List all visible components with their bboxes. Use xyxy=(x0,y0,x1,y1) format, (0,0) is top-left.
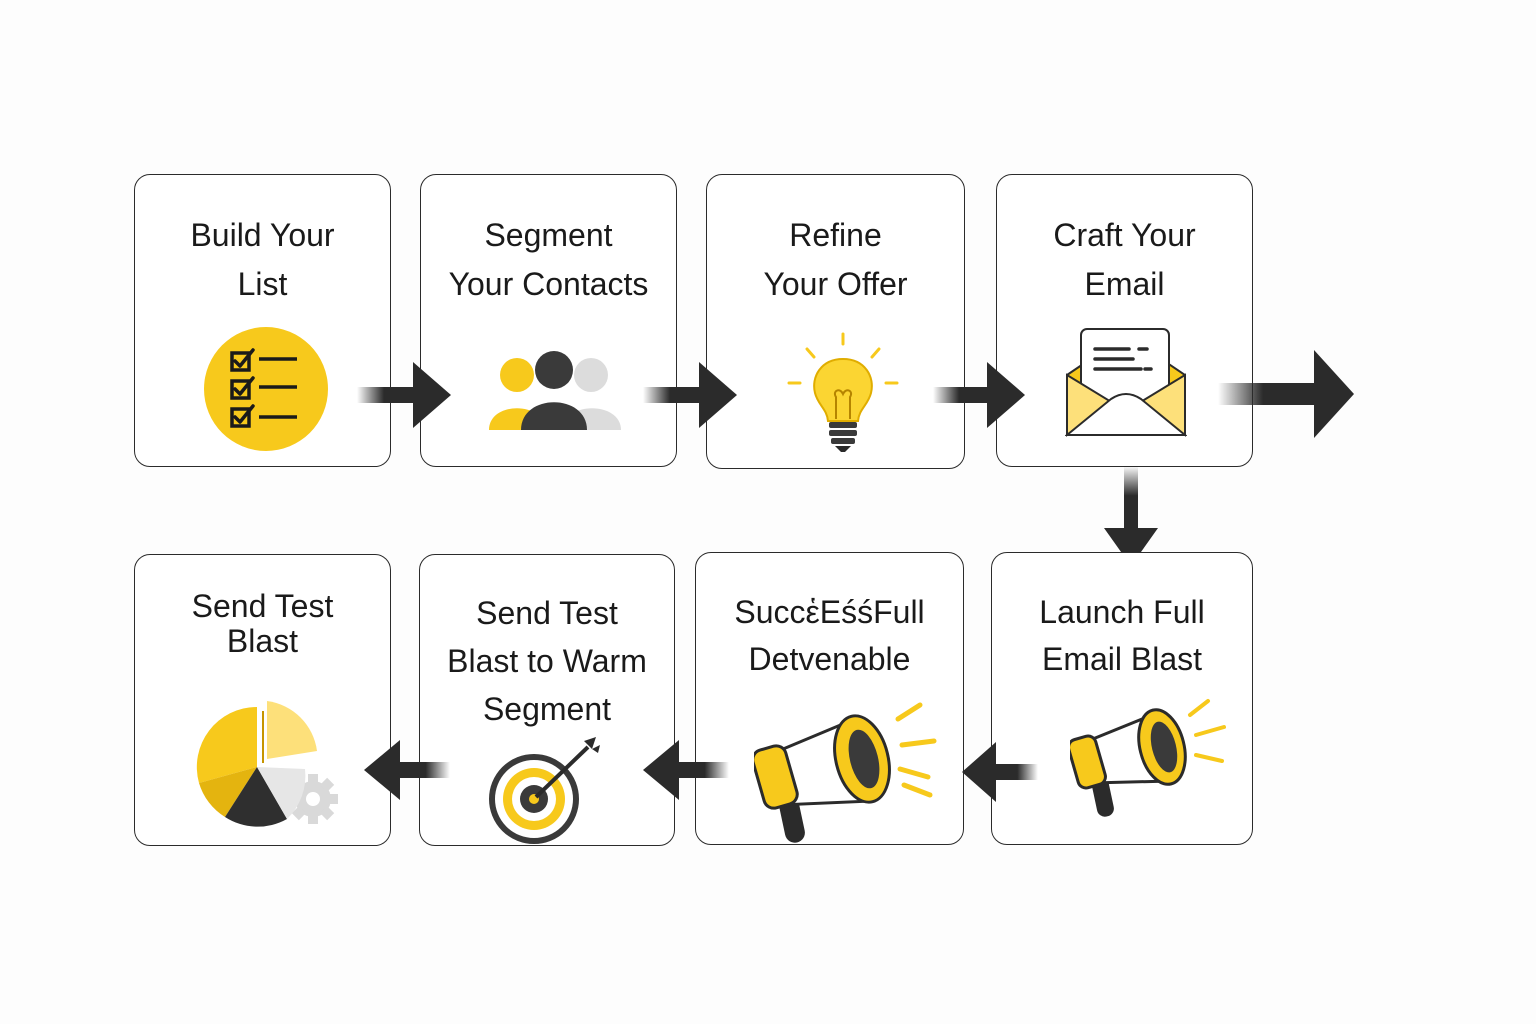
step-title: Segment Your Contacts xyxy=(448,217,649,302)
arrow-left-icon xyxy=(962,742,1038,802)
arrow-right-icon xyxy=(933,362,1025,428)
target-icon xyxy=(488,735,608,845)
step-title: Refine Your Offer xyxy=(763,217,908,302)
arrow-right-icon xyxy=(643,362,737,428)
people-icon xyxy=(487,351,623,431)
step-card-segment-contacts: Segment Your Contacts xyxy=(420,174,677,467)
arrow-right-icon xyxy=(1218,350,1354,438)
step-card-launch-email-blast: Launch Full Email Blast xyxy=(991,552,1253,845)
step-title: Craft Your Email xyxy=(1053,217,1196,302)
arrow-left-icon xyxy=(643,740,729,800)
step-title: Launch Full Email Blast xyxy=(1039,594,1205,677)
step-title: SuccἑЕśśFull Detvenable xyxy=(734,594,925,677)
arrow-left-icon xyxy=(364,740,450,800)
step-card-build-list: Build Your List xyxy=(134,174,391,467)
step-card-send-test-blast-warm-segment: Send Test Blast to Warm Segment xyxy=(419,554,675,846)
envelope-icon xyxy=(1065,327,1187,439)
arrow-down-icon xyxy=(1104,466,1158,566)
step-card-successful-deliverable: SuccἑЕśśFull Detvenable xyxy=(695,552,964,845)
step-title: Send Test Blast to Warm Segment xyxy=(447,595,647,727)
megaphone-icon xyxy=(754,697,940,847)
step-title: Send Test Blast xyxy=(191,588,334,659)
pie-chart-gear-icon xyxy=(191,701,341,827)
step-card-craft-email: Craft Your Email xyxy=(996,174,1253,467)
step-card-send-test-blast: Send Test Blast xyxy=(134,554,391,846)
step-card-refine-offer: Refine Your Offer xyxy=(706,174,965,469)
megaphone-icon xyxy=(1070,697,1230,821)
arrow-right-icon xyxy=(357,362,451,428)
lightbulb-icon xyxy=(787,331,899,453)
step-title: Build Your List xyxy=(190,217,335,302)
checklist-icon xyxy=(204,325,328,453)
